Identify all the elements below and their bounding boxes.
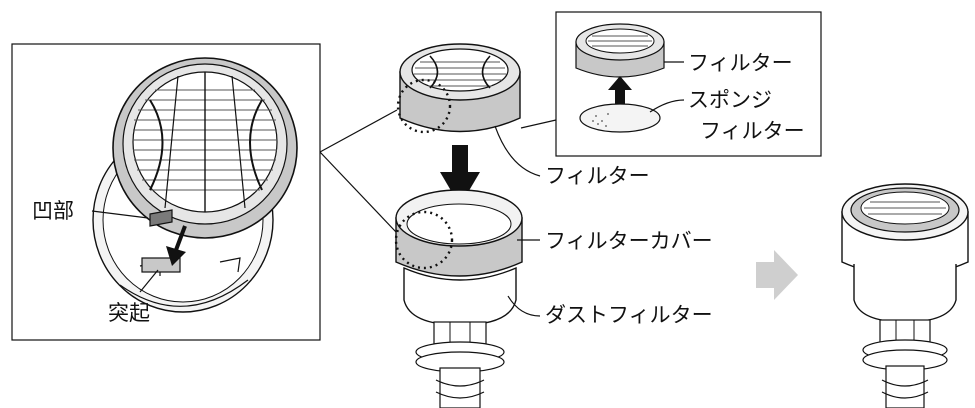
- inset-filter-label: フィルター: [688, 51, 793, 75]
- filter-leader: [494, 125, 541, 177]
- zoom-line-top: [319, 109, 398, 153]
- detail-panel: 凹部 突起: [11, 43, 321, 341]
- sponge-filter-label-line2: フィルター: [700, 119, 805, 143]
- recess-leader: [91, 210, 149, 219]
- filter-top-illustration: [112, 57, 298, 239]
- sponge-disc: [579, 103, 661, 133]
- recess-label: 凹部: [32, 199, 74, 223]
- insert-arrow: [440, 145, 480, 206]
- dust-filter-label: ダストフィルター: [545, 303, 713, 327]
- filter-cover-illustration: [394, 189, 523, 277]
- alignment-arrow: [166, 225, 187, 266]
- sponge-filter-leader: [649, 99, 685, 113]
- detail-circle-top: [396, 78, 452, 134]
- assembled-illustration: [841, 183, 969, 408]
- inset-connector: [520, 119, 557, 129]
- dust-filter-illustration: [403, 266, 517, 408]
- detail-circle-bottom: [394, 210, 454, 270]
- sponge-filter-label-line1: スポンジ: [688, 88, 772, 112]
- next-step-arrow: [756, 250, 798, 300]
- filter-illustration: [396, 43, 521, 134]
- protrusion-part: [141, 257, 181, 273]
- filter-label: フィルター: [545, 164, 650, 188]
- filter-cover-label: フィルターカバー: [545, 229, 713, 253]
- recess-part: [149, 209, 173, 227]
- protrusion-leader: [139, 269, 159, 293]
- dust-filter-leader: [507, 295, 541, 317]
- zoom-line-bottom: [319, 151, 397, 233]
- center-assembly: [394, 43, 523, 408]
- filter-inset-panel: フィルター スポンジ フィルター: [520, 11, 822, 157]
- protrusion-label: 突起: [108, 301, 150, 325]
